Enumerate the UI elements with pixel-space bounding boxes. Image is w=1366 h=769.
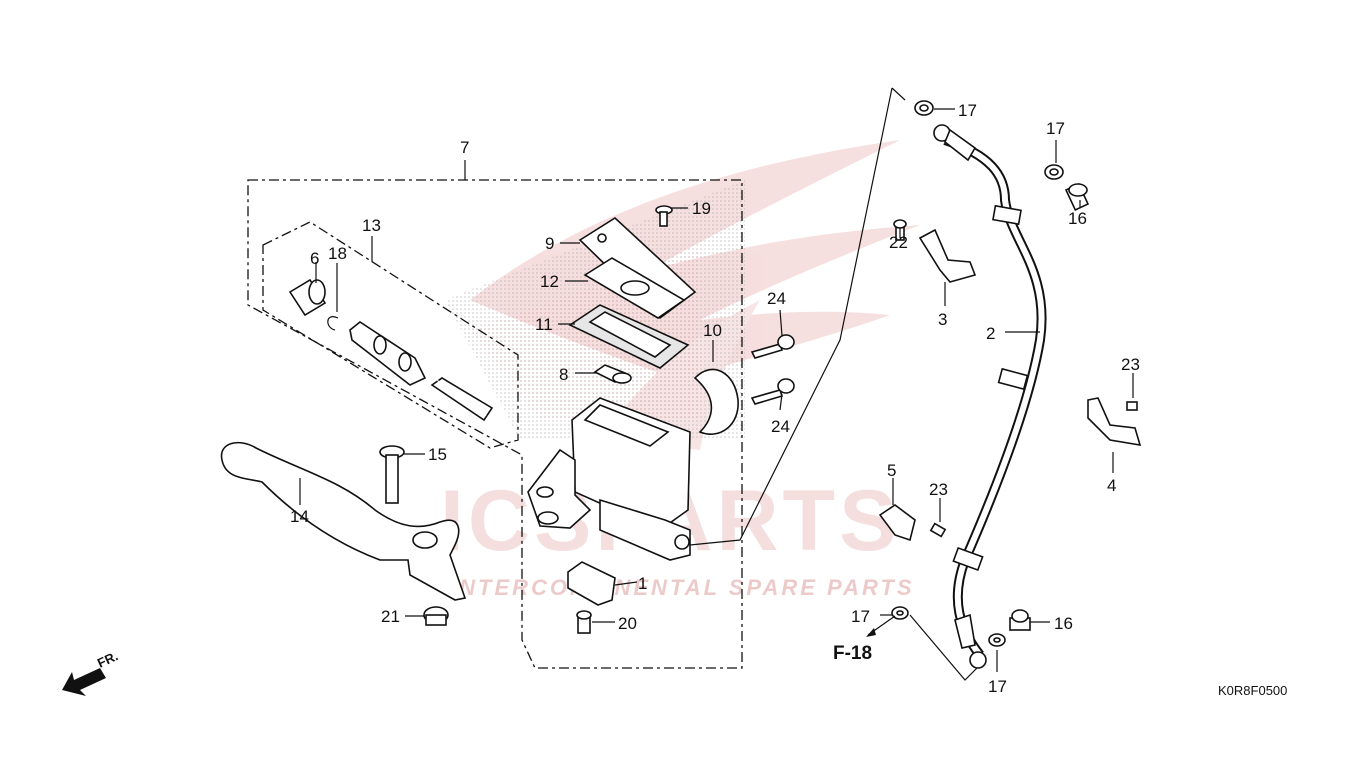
callout-20: 20: [618, 614, 637, 633]
callout-6: 6: [310, 249, 319, 268]
callout-24-upper: 24: [767, 289, 786, 308]
callout-23-right: 23: [1121, 355, 1140, 374]
master-cylinder-assembly-outline: [247, 160, 743, 669]
callout-15: 15: [428, 445, 447, 464]
callout-labels: 1 2 3 4 5 6 7 8 9 10 11 12 13 14 15 16 1…: [290, 101, 1140, 696]
piston: [349, 321, 427, 386]
callout-4: 4: [1107, 476, 1116, 495]
master-cylinder-body: [527, 397, 691, 561]
reference-arrow: [866, 615, 896, 637]
callout-23-lower: 23: [929, 480, 948, 499]
boot: [288, 278, 327, 317]
callout-19: 19: [692, 199, 711, 218]
clip: [593, 364, 632, 384]
callout-16-lower: 16: [1054, 614, 1073, 633]
holder-bolt-lower: [750, 378, 795, 405]
hose-fitting-upper: [933, 124, 977, 162]
switch-screw: [576, 610, 592, 634]
circlip: [327, 316, 339, 331]
callout-7: 7: [460, 138, 469, 157]
callout-22: 22: [889, 233, 908, 252]
callout-2: 2: [986, 324, 995, 343]
hose-clamp-right: [1087, 397, 1142, 446]
hose-outline: [689, 87, 981, 681]
cap-screw: [655, 205, 673, 227]
stop-switch: [567, 561, 616, 606]
pivot-nut: [423, 606, 449, 626]
brake-hose: [943, 135, 1047, 659]
callout-5: 5: [887, 461, 896, 480]
callout-10: 10: [703, 321, 722, 340]
reference-label: F-18: [833, 643, 872, 664]
callout-21: 21: [381, 607, 400, 626]
callout-17-a: 17: [958, 101, 977, 120]
washer-17-b: [1044, 164, 1064, 180]
watermark-tagline: INTERCONTINENTAL SPARE PARTS: [450, 575, 915, 600]
callout-3: 3: [938, 310, 947, 329]
plate: [583, 257, 686, 319]
spring: [430, 377, 494, 422]
hose-fitting-lower: [954, 613, 987, 669]
callout-14: 14: [290, 507, 309, 526]
pivot-bolt: [379, 445, 405, 504]
hose-clamp-upper: [918, 228, 977, 283]
callout-13: 13: [362, 216, 381, 235]
brake-lever: [220, 441, 467, 601]
hose-guide: [878, 504, 916, 542]
piston-kit-outline: [262, 221, 519, 449]
callout-9: 9: [545, 234, 554, 253]
diaphragm: [568, 304, 690, 369]
guide-bolt-23: [929, 522, 947, 538]
holder: [693, 368, 739, 435]
washer-17-a: [914, 100, 934, 116]
oil-bolt-lower: [1009, 609, 1031, 631]
oil-bolt-upper: [1064, 183, 1090, 211]
callout-11: 11: [535, 315, 553, 334]
holder-bolt-upper: [750, 334, 795, 359]
callout-17-d: 17: [988, 677, 1007, 696]
clamp-bolt-23-right: [1126, 401, 1138, 411]
diagram-code: K0R8F0500: [1218, 683, 1287, 698]
callout-17-c: 17: [851, 607, 870, 626]
callout-16-upper: 16: [1068, 209, 1087, 228]
washer-17-c: [891, 606, 909, 620]
front-direction-arrow: FR.: [62, 648, 120, 696]
callout-8: 8: [559, 365, 568, 384]
callout-12: 12: [540, 272, 559, 291]
callout-1: 1: [638, 574, 647, 593]
callout-18: 18: [328, 244, 347, 263]
washer-17-d: [988, 633, 1006, 647]
leader-lines: [299, 108, 1134, 672]
callout-17-b: 17: [1046, 119, 1065, 138]
front-label: FR.: [95, 648, 120, 670]
callout-24-lower: 24: [771, 417, 790, 436]
